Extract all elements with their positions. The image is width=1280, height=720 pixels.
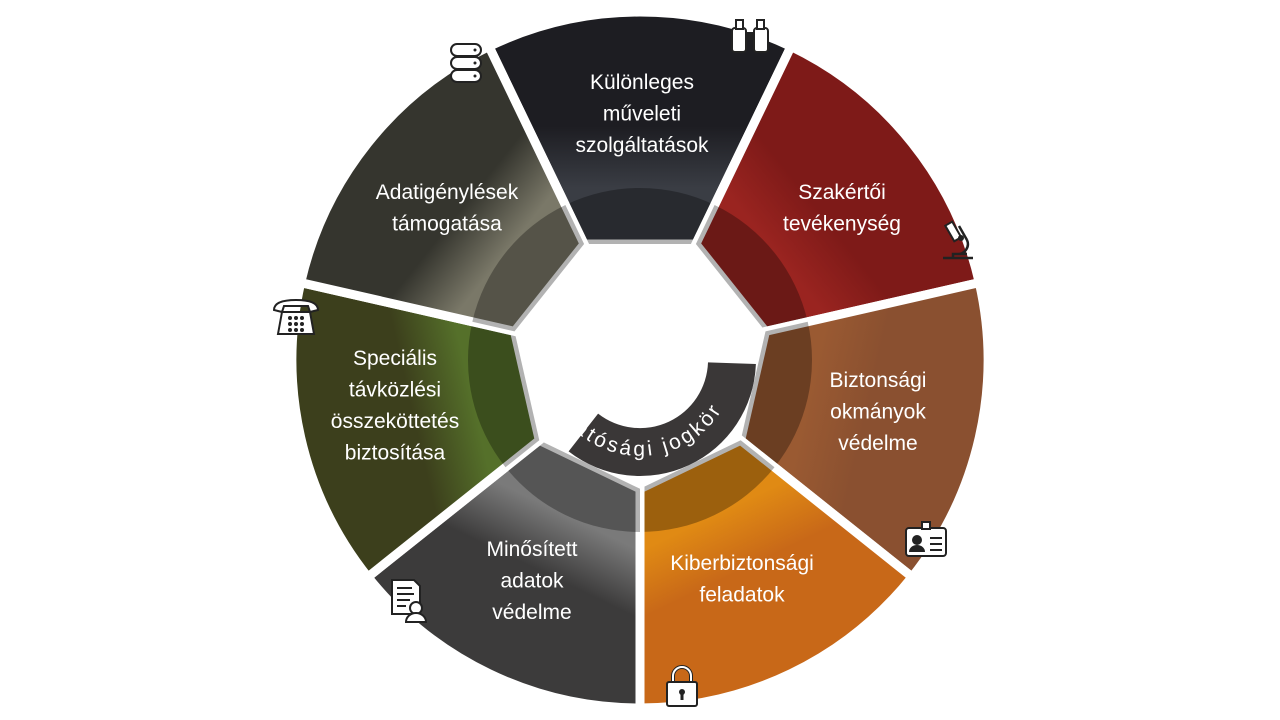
segment-label: Speciális távközlési összeköttetés biztosít…: [331, 347, 459, 465]
segment-label-line: távközlési: [349, 379, 441, 402]
segment-shape: [361, 435, 645, 713]
segment-2: [735, 277, 993, 584]
segment-shape: [635, 435, 919, 713]
segment-6: [295, 40, 590, 337]
segment-label-line: összeköttetés: [331, 410, 459, 433]
database-icon: [450, 43, 482, 83]
segment-4: [361, 435, 645, 713]
segment-0: [482, 7, 798, 249]
segment-inner-ring: [472, 205, 585, 332]
segment-label-line: okmányok: [830, 401, 926, 424]
segment-label-line: védelme: [838, 432, 917, 455]
segment-label-line: feladatok: [699, 584, 785, 607]
lock-icon: [666, 665, 698, 707]
segment-label-line: Biztonsági: [830, 369, 927, 392]
segment-inner-ring: [695, 205, 808, 332]
segment-label-line: szolgáltatások: [575, 134, 709, 157]
segment-label: Szakértői tevékenység: [783, 181, 901, 236]
segment-1: [690, 40, 985, 337]
segment-label-line: Minősített: [486, 538, 577, 561]
segment-label-line: biztosítása: [345, 442, 446, 465]
segment-label-line: Adatigénylések: [376, 181, 519, 204]
id-card-icon: [905, 521, 947, 557]
segment-label: Minősített adatok védelme: [486, 538, 577, 624]
segment-label-line: Különleges: [590, 71, 694, 94]
telephone-icon: [272, 298, 320, 335]
segment-label-line: adatok: [500, 570, 564, 593]
segment-shape: [735, 277, 993, 584]
segment-inner-ring: [640, 440, 775, 532]
segment-inner-ring: [467, 321, 540, 468]
segment-inner-ring: [565, 187, 715, 244]
segment-label: Biztonsági okmányok védelme: [830, 369, 927, 455]
segment-label-line: Kiberbiztonsági: [670, 552, 814, 575]
segment-label-line: Speciális: [353, 347, 437, 370]
authority-band-shape: [568, 362, 756, 476]
document-person-icon: [391, 579, 428, 623]
segment-shape: [690, 40, 985, 337]
segment-label-line: Szakértői: [798, 181, 886, 204]
segment-inner-ring: [740, 321, 813, 468]
binoculars-icon: [731, 19, 769, 53]
segment-label: Kiberbiztonsági feladatok: [670, 552, 814, 607]
segment-label: Különleges műveleti szolgáltatások: [575, 71, 709, 157]
segment-label-line: védelme: [492, 601, 571, 624]
microscope-icon: [943, 220, 973, 260]
segment-label-line: tevékenység: [783, 213, 901, 236]
segment-shape: [482, 7, 798, 249]
segment-label-line: támogatása: [392, 213, 502, 236]
segment-label: Adatigénylések támogatása: [376, 181, 519, 236]
segment-3: [635, 435, 919, 713]
segment-inner-ring: [505, 440, 640, 532]
segment-label-line: műveleti: [603, 103, 681, 126]
